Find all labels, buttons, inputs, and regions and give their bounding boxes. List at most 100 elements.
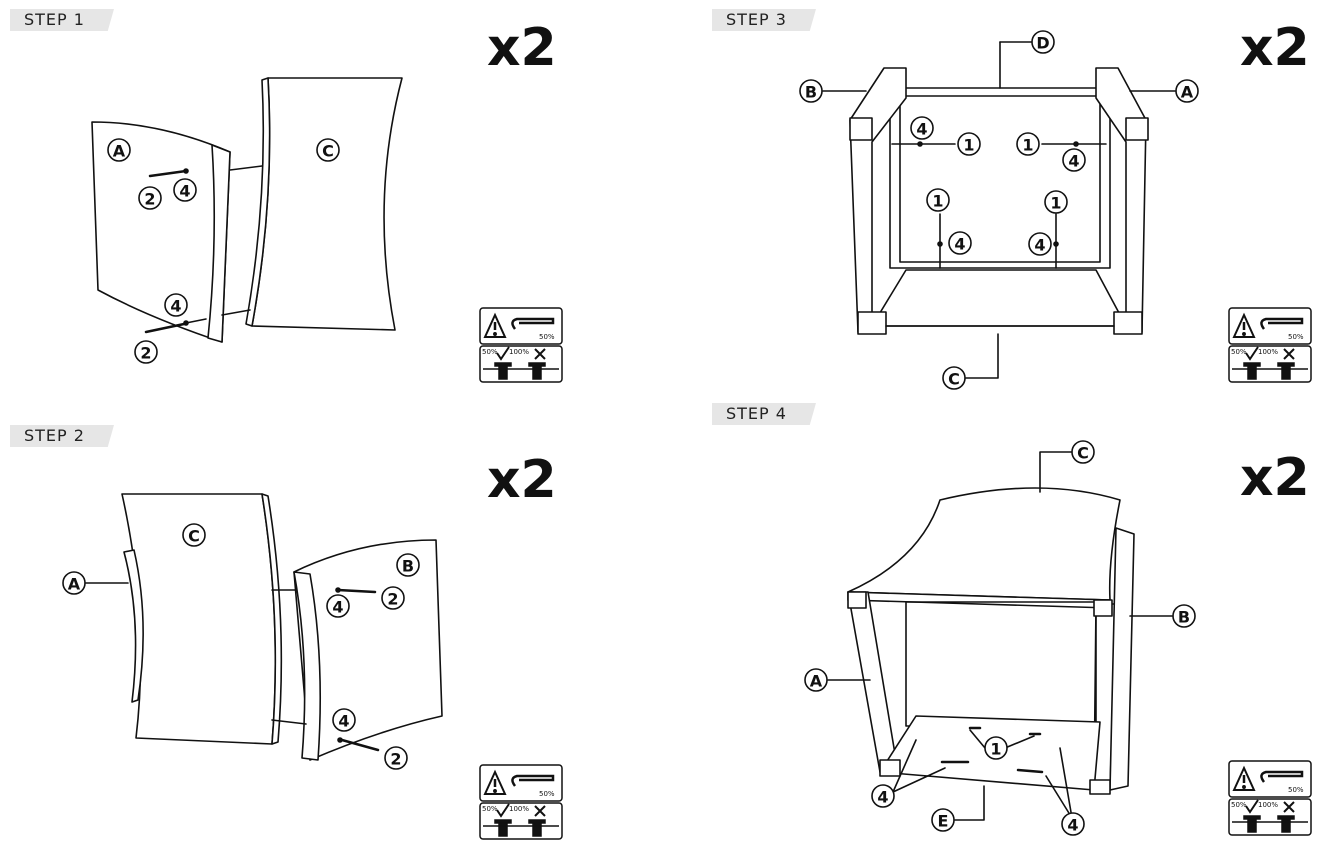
callout-bubble: [326, 594, 350, 618]
callout-label: 1: [963, 136, 974, 155]
step-1-diagram: [91, 77, 403, 343]
callout-label: A: [68, 575, 81, 594]
warning-triangle-icon: [493, 332, 497, 336]
callout-label: 1: [1050, 194, 1061, 213]
step-2-panel-b-edge: [293, 571, 322, 761]
fastener-icon: [1281, 819, 1291, 833]
step-1-panel-a-edge: [207, 144, 231, 343]
torque-percent-label: 50%: [1288, 333, 1304, 341]
step-3-panel-d: [889, 87, 1111, 269]
fastener-icon: [528, 819, 546, 824]
step-4-tag: STEP 4: [712, 403, 816, 425]
fastener-icon: [494, 362, 512, 367]
callout-bubble: [1016, 132, 1040, 156]
step-3-dowel: [1073, 141, 1079, 147]
step-2-diagram: [121, 493, 443, 761]
step-4-diagram: [847, 487, 1135, 819]
callout-label: C: [948, 370, 960, 389]
screwdriver-torque-icon: [1260, 770, 1304, 783]
step-3-corner: [1125, 117, 1149, 141]
callout-bubble: [332, 708, 356, 732]
callout-label: A: [810, 672, 823, 691]
step-2-dowel: [335, 587, 341, 593]
step-2-tag: STEP 2: [10, 425, 114, 447]
warning-triangle-icon: [1242, 332, 1246, 336]
callout-label: 2: [140, 344, 151, 363]
step-1-screw: [144, 322, 186, 334]
step-1-guide-line: [185, 318, 207, 324]
cross-icon: [534, 348, 546, 360]
callout-label: 4: [170, 297, 181, 316]
torque-warning-box: 50% 50% 100%: [1228, 307, 1312, 383]
callout-label: E: [938, 812, 949, 831]
fastener-icon: [1277, 815, 1295, 820]
callout-bubble: [804, 668, 828, 692]
fastener-icon: [1281, 366, 1291, 380]
callout-label: 4: [1067, 816, 1078, 835]
step-2-panel-b: [293, 539, 443, 761]
callout-bubble: [984, 736, 1008, 760]
torque-warning-box: 50% 50% 100%: [1228, 760, 1312, 836]
torque-warning-box: 50% 50% 100%: [479, 764, 563, 840]
depth-ok-label-b: 100%: [509, 348, 529, 356]
callout-label: 1: [932, 192, 943, 211]
callout-bubble: [871, 784, 895, 808]
callout-bubble: [942, 366, 966, 390]
depth-ok-label-a: 50%: [482, 348, 498, 356]
step-1-guide-line: [221, 309, 251, 316]
step-4-panel-a: [847, 591, 897, 773]
step-3-quantity: x2: [1240, 18, 1310, 78]
callout-bubble: [1071, 440, 1095, 464]
fastener-icon: [1243, 815, 1261, 820]
screwdriver-torque-icon: [511, 774, 555, 787]
callout-bubble: [316, 138, 340, 162]
fastener-icon: [1277, 362, 1295, 367]
leader-e: [954, 785, 985, 821]
step-4-quantity: x2: [1240, 448, 1310, 508]
fastener-icon: [1247, 364, 1257, 380]
callout-bubble: [957, 132, 981, 156]
callout-label: 4: [1034, 236, 1045, 255]
callout-label: A: [1181, 83, 1194, 102]
check-icon: [1245, 346, 1259, 361]
check-icon: [1245, 799, 1259, 814]
step-4-leader: [1045, 775, 1073, 819]
fastener-icon: [532, 823, 542, 837]
leader-c: [1039, 451, 1073, 493]
callout-bubble: [948, 231, 972, 255]
callout-bubble: [1044, 190, 1068, 214]
callout-leaders: [85, 41, 1176, 821]
callout-label: 4: [332, 598, 343, 617]
check-icon: [496, 803, 510, 818]
callout-label: D: [1036, 34, 1049, 53]
step-4-leader: [1059, 747, 1073, 819]
step-4-leader: [892, 767, 946, 793]
step-3-corner: [857, 311, 887, 335]
callout-bubble: [107, 138, 131, 162]
step-2-panel-c-edge: [261, 493, 283, 745]
fastener-icon: [532, 366, 542, 380]
step-3-tag: STEP 3: [712, 9, 816, 31]
callout-bubble: [396, 553, 420, 577]
step-3-corner: [849, 117, 873, 141]
step-1-panel-c-edge: [245, 77, 271, 327]
cross-icon: [1283, 801, 1295, 813]
step-3-dowel: [1053, 241, 1059, 247]
callout-bubble: [138, 186, 162, 210]
callout-bubble: [931, 808, 955, 832]
depth-ok-label-b: 100%: [1258, 348, 1278, 356]
depth-ok-label-b: 100%: [1258, 801, 1278, 809]
callout-label: 2: [144, 190, 155, 209]
step-1-tag: STEP 1: [10, 9, 114, 31]
depth-ok-label-a: 50%: [1231, 348, 1247, 356]
step-1-quantity: x2: [487, 18, 557, 78]
step-4-panel-b: [1109, 527, 1135, 791]
callout-bubble: [381, 586, 405, 610]
step-4-leader: [1004, 735, 1035, 749]
step-3-panel-d-inner: [899, 95, 1101, 263]
callout-bubble: [799, 79, 823, 103]
callout-label: 4: [1068, 152, 1079, 171]
step-1-screw: [148, 169, 188, 178]
callout-bubble: [164, 293, 188, 317]
